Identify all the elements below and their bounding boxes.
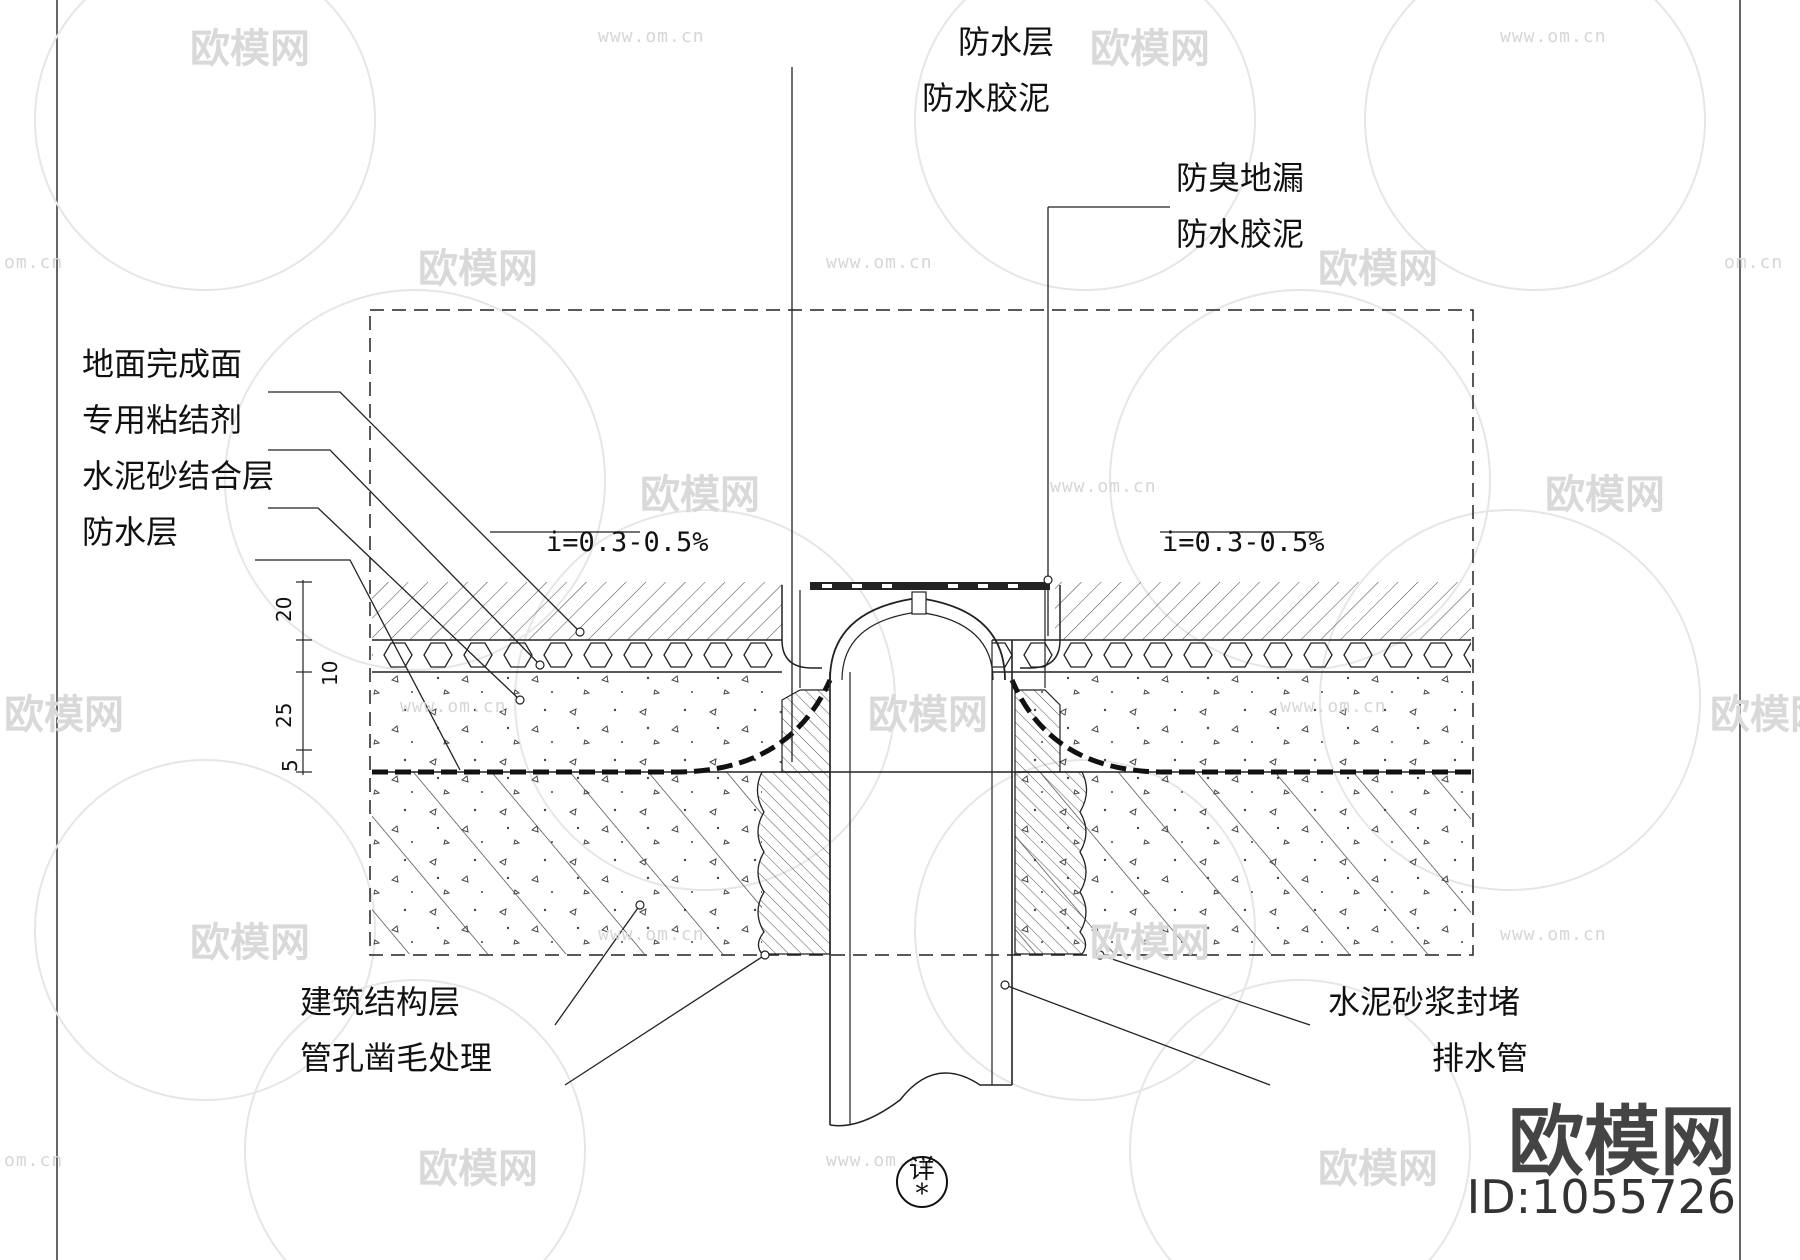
brand-id: ID:1055726 [1466,1170,1736,1224]
dimension-5: 5 [278,759,302,772]
watermark-url: www.om.cn [598,26,705,47]
watermark-url: www.om.cn [1280,696,1387,717]
watermark-url: www.om.cn [1050,476,1157,497]
label-waterproof-putty-top: 防水胶泥 [922,79,1051,117]
label-structure-layer: 建筑结构层 [300,983,461,1021]
label-waterproof-layer-top: 防水层 [958,23,1055,61]
watermark-url: www.om.cn [826,252,933,273]
dimension-25: 25 [272,702,296,728]
watermark-logo: 欧模网 [418,1146,538,1192]
label-waterproof-layer: 防水层 [82,513,179,551]
watermark-logo: 欧模网 [1090,920,1210,966]
label-mortar-seal: 水泥砂浆封堵 [1328,983,1521,1021]
watermark-logo: 欧模网 [1318,246,1438,292]
watermark-url: www.om.cn [1500,924,1607,945]
slope-right: i=0.3-0.5% [1162,527,1325,558]
watermark-url: www.om.cn [400,696,507,717]
watermark-logo: 欧模网 [190,26,310,72]
watermark-logo: 欧模网 [1545,472,1665,518]
watermark-logo: 欧模网 [868,692,988,738]
watermark-logo: 欧模网 [1710,692,1800,738]
watermark-url: om.cn [4,1150,64,1171]
watermark-url: www.om.cn [1500,26,1607,47]
detail-callout: 详 * [896,1156,948,1208]
label-adhesive: 专用粘结剂 [82,401,243,439]
watermark-url: www.om.cn [598,924,705,945]
watermark-url: om.cn [4,252,64,273]
label-floor-finish: 地面完成面 [82,345,243,383]
detail-callout-bottom: * [915,1179,929,1209]
label-drain-pipe: 排水管 [1432,1039,1529,1077]
label-mortar-bond: 水泥砂结合层 [82,457,275,495]
watermark-logo: 欧模网 [1318,1146,1438,1192]
watermark-url: om.cn [1724,252,1784,273]
label-drain-putty: 防水胶泥 [1176,215,1305,253]
dimension-10: 10 [318,660,342,686]
label-odor-proof-drain: 防臭地漏 [1176,159,1305,197]
watermark-logo: 欧模网 [190,920,310,966]
slope-left: i=0.3-0.5% [546,527,709,558]
watermark-logo: 欧模网 [640,472,760,518]
detail-callout-top: 详 [908,1155,935,1185]
label-pipe-hole: 管孔凿毛处理 [300,1039,493,1077]
watermark-logo: 欧模网 [418,246,538,292]
watermark-logo: 欧模网 [4,692,124,738]
watermark-logo: 欧模网 [1090,26,1210,72]
dimension-20: 20 [272,596,296,622]
brand-logo: 欧模网 [1508,1097,1736,1186]
